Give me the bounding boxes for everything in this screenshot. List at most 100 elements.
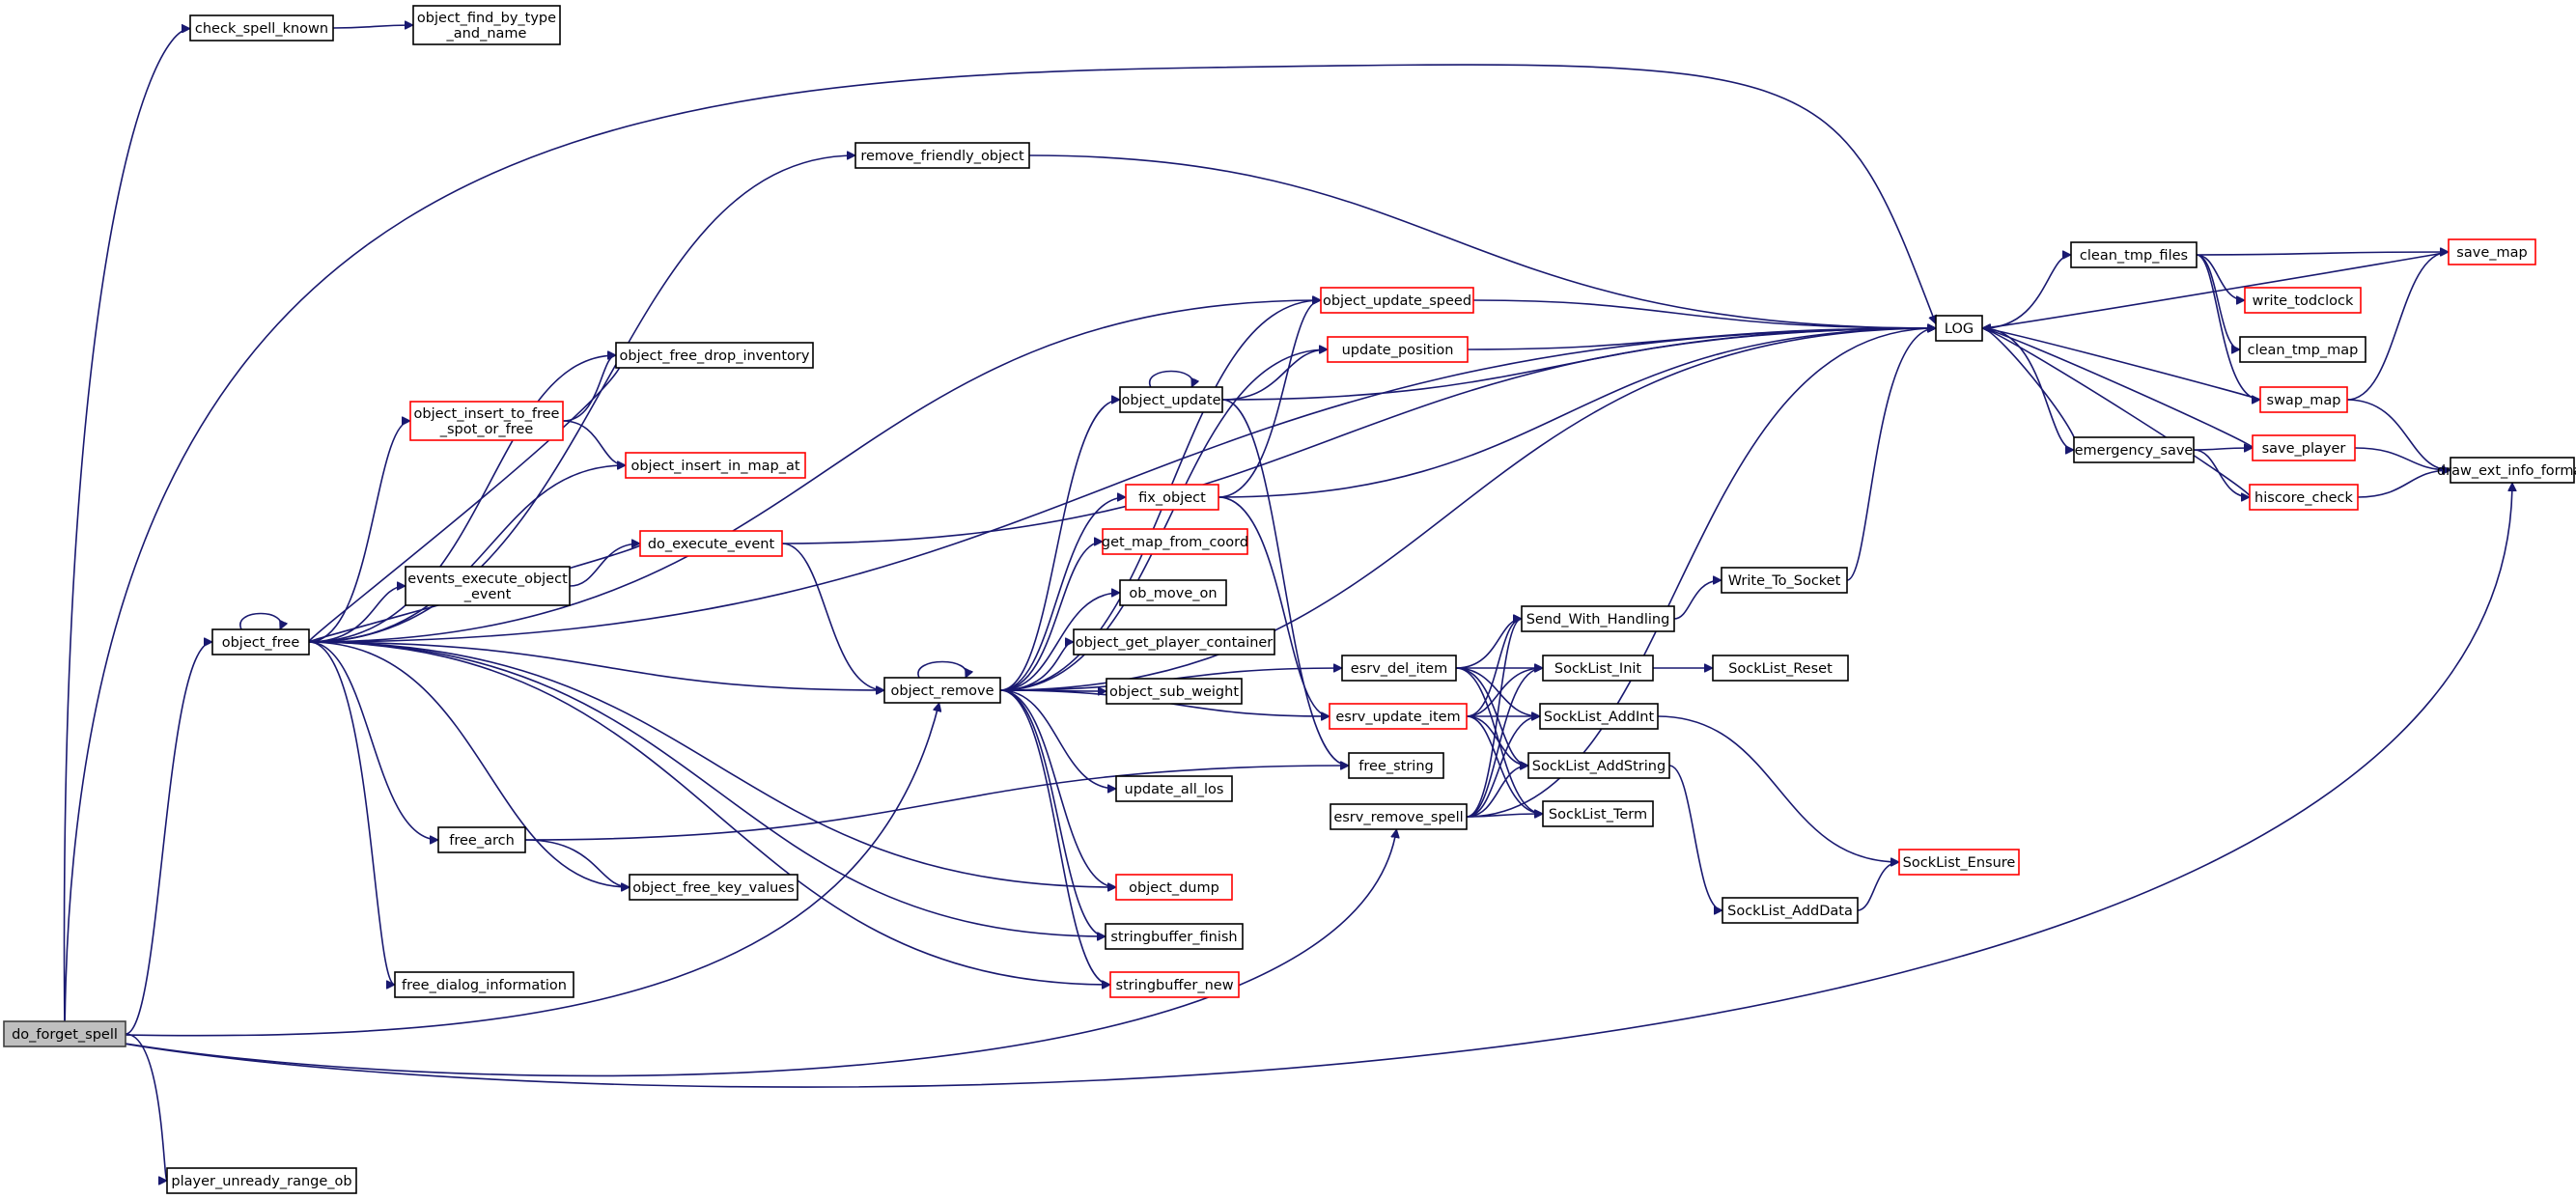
node-free_dialog_information[interactable]: free_dialog_information: [394, 971, 574, 998]
node-label: save_map: [2456, 245, 2527, 261]
edge-SockList_AddData-to-SockList_Ensure: [1857, 862, 1900, 911]
edge-object_free-to-object_insert_in_map_at: [308, 465, 626, 643]
edge-object_free_drop_inventory-to-object_free: [309, 354, 624, 642]
node-label: stringbuffer_new: [1115, 978, 1233, 993]
node-box: [409, 401, 564, 441]
node-box: [1327, 336, 1469, 363]
node-label: SockList_Init: [1554, 661, 1642, 677]
node-free_string[interactable]: free_string: [1348, 752, 1444, 779]
node-draw_ext_info_format[interactable]: draw_ext_info_format: [2437, 457, 2576, 484]
node-get_map_from_coord[interactable]: get_map_from_coord: [1102, 528, 1248, 555]
node-box: [1106, 678, 1243, 705]
node-emergency_save[interactable]: emergency_save: [2073, 436, 2195, 463]
node-box: [166, 1167, 357, 1194]
node-label: fix_object: [1138, 490, 1206, 506]
node-clean_tmp_files[interactable]: clean_tmp_files: [2070, 241, 2198, 268]
node-stringbuffer_finish[interactable]: stringbuffer_finish: [1105, 923, 1244, 950]
node-SockList_Term[interactable]: SockList_Term: [1542, 800, 1654, 827]
node-label: update_all_los: [1125, 782, 1224, 797]
node-object_insert_in_map_at[interactable]: object_insert_in_map_at: [625, 452, 806, 479]
node-ob_move_on[interactable]: ob_move_on: [1119, 579, 1227, 606]
edge-esrv_remove_spell-to-LOG: [1466, 328, 1936, 818]
edge-clean_tmp_files-to-save_map: [2196, 252, 2449, 255]
edge-free_arch-to-free_string: [524, 766, 1349, 841]
edge-object_free-to-remove_friendly_object: [308, 155, 855, 643]
node-LOG[interactable]: LOG: [1935, 315, 1983, 342]
node-label: save_player: [2262, 441, 2346, 457]
node-SockList_AddData[interactable]: SockList_AddData: [1722, 897, 1859, 924]
node-swap_map[interactable]: swap_map: [2259, 386, 2348, 413]
node-stringbuffer_new[interactable]: stringbuffer_new: [1109, 971, 1240, 998]
node-label: do_forget_spell: [12, 1027, 118, 1043]
edge-object_free-to-object_dump: [308, 641, 1116, 887]
node-SockList_AddInt[interactable]: SockList_AddInt: [1539, 703, 1659, 730]
node-object_remove[interactable]: object_remove: [883, 677, 1001, 704]
node-hiscore_check[interactable]: hiscore_check: [2249, 484, 2359, 511]
node-esrv_update_item[interactable]: esrv_update_item: [1329, 703, 1468, 730]
node-object_find_by_type_and_name[interactable]: object_find_by_type_and_name: [412, 5, 561, 45]
edge-fix_object-to-object_update_speed: [1218, 300, 1322, 498]
node-box: [883, 677, 1001, 704]
node-box: [1348, 752, 1444, 779]
edge-save_map-to-LOG: [1981, 251, 2450, 328]
node-update_position[interactable]: update_position: [1327, 336, 1469, 363]
node-object_sub_weight[interactable]: object_sub_weight: [1106, 678, 1243, 705]
node-box: [2450, 457, 2575, 484]
node-box: [1712, 655, 1849, 682]
edge-object_remove-to-stringbuffer_finish: [999, 689, 1106, 936]
node-box: [1935, 315, 1983, 342]
edge-SockList_AddString-to-SockList_AddData: [1668, 765, 1723, 910]
node-save_player[interactable]: save_player: [2252, 434, 2356, 461]
node-label: free_dialog_information: [402, 978, 567, 993]
node-Write_To_Socket[interactable]: Write_To_Socket: [1721, 567, 1848, 594]
node-SockList_Init[interactable]: SockList_Init: [1542, 655, 1654, 682]
node-object_dump[interactable]: object_dump: [1115, 874, 1233, 901]
node-object_free_key_values[interactable]: object_free_key_values: [629, 874, 798, 901]
node-label: object_find_by_type: [417, 11, 556, 26]
node-object_free_drop_inventory[interactable]: object_free_drop_inventory: [615, 342, 814, 369]
node-box: [1115, 775, 1233, 802]
node-events_execute_object_event[interactable]: events_execute_object_event: [405, 566, 571, 606]
node-clean_tmp_map[interactable]: clean_tmp_map: [2239, 336, 2366, 363]
node-box: [2448, 238, 2536, 265]
node-do_execute_event[interactable]: do_execute_event: [639, 530, 783, 557]
node-box: [412, 5, 561, 45]
node-object_insert_to_free_spot_or_free[interactable]: object_insert_to_free_spot_or_free: [409, 401, 564, 441]
edge-object_remove-to-object_get_player_container: [999, 642, 1075, 691]
node-check_spell_known[interactable]: check_spell_known: [189, 14, 334, 42]
node-SockList_Reset[interactable]: SockList_Reset: [1712, 655, 1849, 682]
node-SockList_Ensure[interactable]: SockList_Ensure: [1898, 849, 2020, 876]
edge-object_free-to-free_arch: [308, 641, 438, 840]
node-esrv_remove_spell[interactable]: esrv_remove_spell: [1330, 803, 1468, 830]
node-label: clean_tmp_map: [2248, 343, 2359, 358]
edge-object_remove-to-update_all_los: [999, 689, 1116, 789]
node-object_update_speed[interactable]: object_update_speed: [1320, 287, 1474, 314]
node-object_free[interactable]: object_free: [211, 628, 310, 655]
node-label: Send_With_Handling: [1526, 612, 1670, 627]
node-object_get_player_container[interactable]: object_get_player_container: [1073, 628, 1275, 655]
node-box: [437, 826, 526, 853]
edge-object_free-to-object_update_speed: [308, 300, 1321, 643]
node-free_arch[interactable]: free_arch: [437, 826, 526, 853]
edge-object_update-to-object_update: [1148, 370, 1193, 388]
node-box: [211, 628, 310, 655]
node-save_map[interactable]: save_map: [2448, 238, 2536, 265]
edge-remove_friendly_object-to-LOG: [1028, 154, 1936, 328]
node-player_unready_range_ob[interactable]: player_unready_range_ob: [166, 1167, 357, 1194]
node-Send_With_Handling[interactable]: Send_With_Handling: [1521, 605, 1675, 632]
edge-update_position-to-LOG: [1467, 328, 1936, 350]
node-remove_friendly_object[interactable]: remove_friendly_object: [854, 142, 1030, 169]
node-fix_object[interactable]: fix_object: [1125, 484, 1219, 511]
edge-do_forget_spell-to-object_free: [125, 642, 213, 1035]
node-SockList_AddString[interactable]: SockList_AddString: [1527, 752, 1670, 779]
node-box: [2070, 241, 2198, 268]
node-esrv_del_item[interactable]: esrv_del_item: [1341, 655, 1457, 682]
node-update_all_los[interactable]: update_all_los: [1115, 775, 1233, 802]
edge-do_forget_spell-to-LOG: [64, 64, 1936, 1022]
edge-clean_tmp_files-to-clean_tmp_map: [2196, 254, 2241, 349]
node-object_update[interactable]: object_update: [1119, 386, 1223, 413]
edge-fix_object-to-LOG: [1218, 328, 1936, 498]
node-label: _event: [463, 587, 512, 602]
node-write_todclock[interactable]: write_todclock: [2244, 287, 2362, 314]
